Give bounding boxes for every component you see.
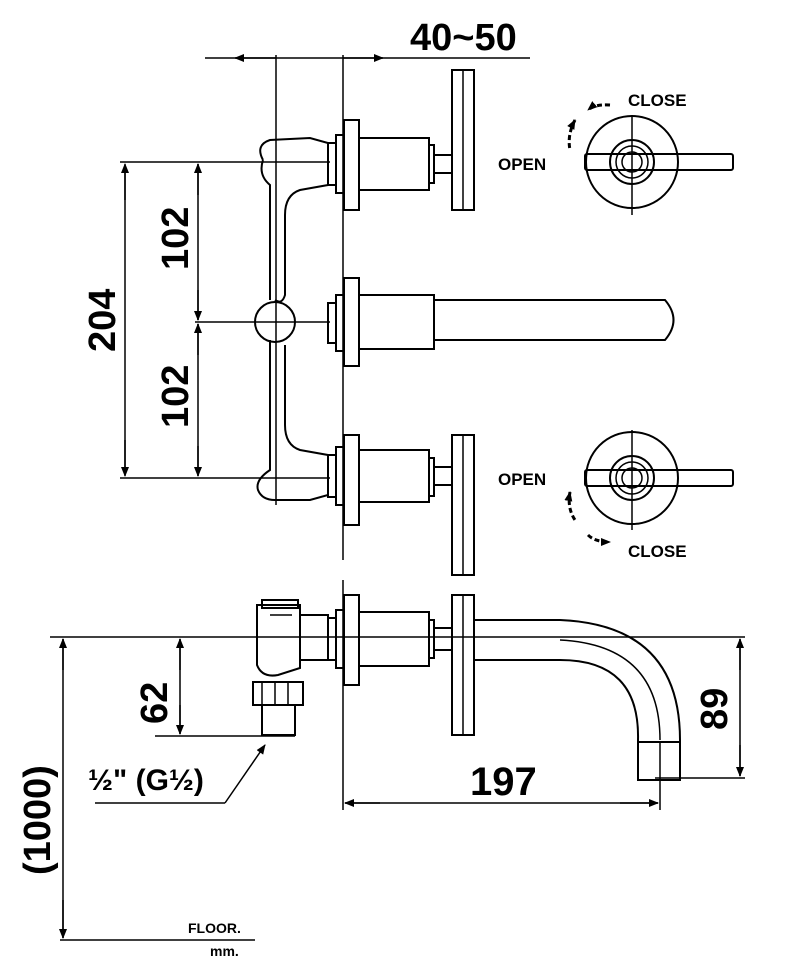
- close-label-top: CLOSE: [628, 91, 687, 110]
- top-handle-detail: CLOSE OPEN: [498, 91, 734, 215]
- thread-label: ½" (G½): [88, 764, 204, 797]
- spacing-lower-label: 102: [155, 365, 197, 428]
- wall-thickness-label: 40~50: [410, 17, 517, 59]
- wall-thickness-dimension: 40~50: [205, 17, 530, 62]
- floor-height-label: (1000): [17, 765, 59, 875]
- units-label: mm.: [210, 943, 239, 959]
- spacing-total-label: 204: [82, 289, 124, 352]
- spout-height-dimension: 89: [694, 638, 744, 777]
- curved-spout: [474, 619, 681, 781]
- floor-height-dimension: (1000): [17, 638, 67, 939]
- close-label-bottom: CLOSE: [628, 542, 687, 561]
- side-valve: [327, 594, 475, 736]
- spout-length-dimension: 197: [344, 760, 661, 810]
- bottom-handle-detail: OPEN CLOSE: [498, 430, 734, 561]
- thread-callout: ½" (G½): [88, 744, 266, 804]
- bottom-valve: [327, 434, 475, 576]
- spout-height-label: 89: [694, 688, 736, 730]
- floor-label: FLOOR.: [188, 920, 241, 936]
- open-label-bottom: OPEN: [498, 470, 546, 489]
- inlet-height-dimension: 62: [134, 638, 184, 735]
- front-view: 40~50: [82, 17, 675, 576]
- spacing-upper-label: 102: [155, 207, 197, 270]
- floor-line: FLOOR. mm.: [60, 920, 255, 959]
- inlet-height-label: 62: [134, 682, 176, 724]
- side-view: 62 89 197 ½" (G½) (1000): [17, 580, 745, 959]
- top-valve: [327, 69, 475, 211]
- spout-length-label: 197: [470, 760, 537, 804]
- middle-spout: [327, 277, 675, 367]
- valve-body: [254, 136, 329, 501]
- inlet-body: [252, 599, 329, 736]
- spacing-upper-dimension: 102: [155, 163, 202, 321]
- open-label-top: OPEN: [498, 155, 546, 174]
- spacing-lower-dimension: 102: [155, 323, 202, 477]
- spacing-total-dimension: 204: [82, 163, 129, 477]
